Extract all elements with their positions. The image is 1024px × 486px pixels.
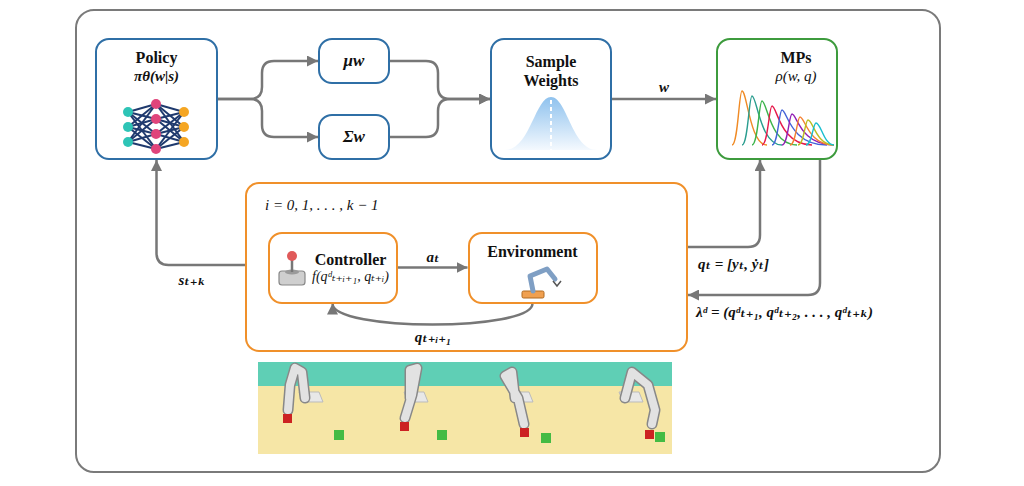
mp-box: MPsρ(w, q) <box>716 38 838 160</box>
covariance-box: Σw <box>318 114 390 160</box>
connector-arrow <box>333 304 533 325</box>
node-text: Sample Weights <box>505 52 597 90</box>
connector-arrow <box>390 61 490 99</box>
node-text: MPs <box>780 48 811 67</box>
edge-label: w <box>657 78 671 96</box>
node-text: Σw <box>343 127 365 147</box>
connector-arrow <box>688 160 820 295</box>
joystick-icon <box>279 251 305 285</box>
connector-arrow <box>157 160 246 265</box>
edge-label: λᵈ = (qᵈₜ₊₁, qᵈₜ₊₂, . . . , qᵈₜ₊ₖ) <box>694 303 875 321</box>
controller-box: Controllerf(qᵈₜ₊ᵢ₊₁, qₜ₊ᵢ) <box>268 232 398 304</box>
simulation-frames <box>258 362 672 454</box>
edge-label: aₜ <box>424 248 441 266</box>
environment-box: Environment <box>468 232 598 304</box>
node-text: Policy <box>136 48 178 67</box>
network-icon <box>123 99 189 154</box>
mean-box: μw <box>318 38 390 84</box>
node-text: Controller <box>315 250 387 269</box>
node-text: i = 0, 1, . . . , k − 1 <box>265 196 379 214</box>
robot-arm-icon <box>522 269 561 298</box>
policy-box: Policyπθ(w|s) <box>95 38 218 160</box>
connector-arrow <box>218 61 318 99</box>
gaussian-icon <box>505 97 597 150</box>
outer-frame <box>76 10 940 472</box>
basis-functions-icon <box>732 91 834 145</box>
connector-arrow <box>688 160 760 247</box>
node-text: πθ(w|s) <box>134 67 179 85</box>
node-text: μw <box>344 51 365 71</box>
edge-label: qₜ₊ᵢ₊₁ <box>413 328 454 346</box>
connector-arrow <box>612 98 716 101</box>
edge-label: sₜ₊ₖ <box>176 271 207 289</box>
connector-arrow <box>218 99 318 137</box>
edge-label: qₜ = [yₜ, ẏₜ] <box>696 255 771 273</box>
connector-arrow <box>390 99 490 137</box>
connector-arrow <box>398 266 468 269</box>
loop-box: i = 0, 1, . . . , k − 1 Controllerf(qᵈₜ₊ᵢ… <box>245 182 688 352</box>
node-text: ρ(w, q) <box>775 67 816 85</box>
node-text: f(qᵈₜ₊ᵢ₊₁, qₜ₊ᵢ) <box>312 269 389 286</box>
node-text: Environment <box>487 242 577 261</box>
sampler-box: Sample Weights <box>490 38 612 160</box>
